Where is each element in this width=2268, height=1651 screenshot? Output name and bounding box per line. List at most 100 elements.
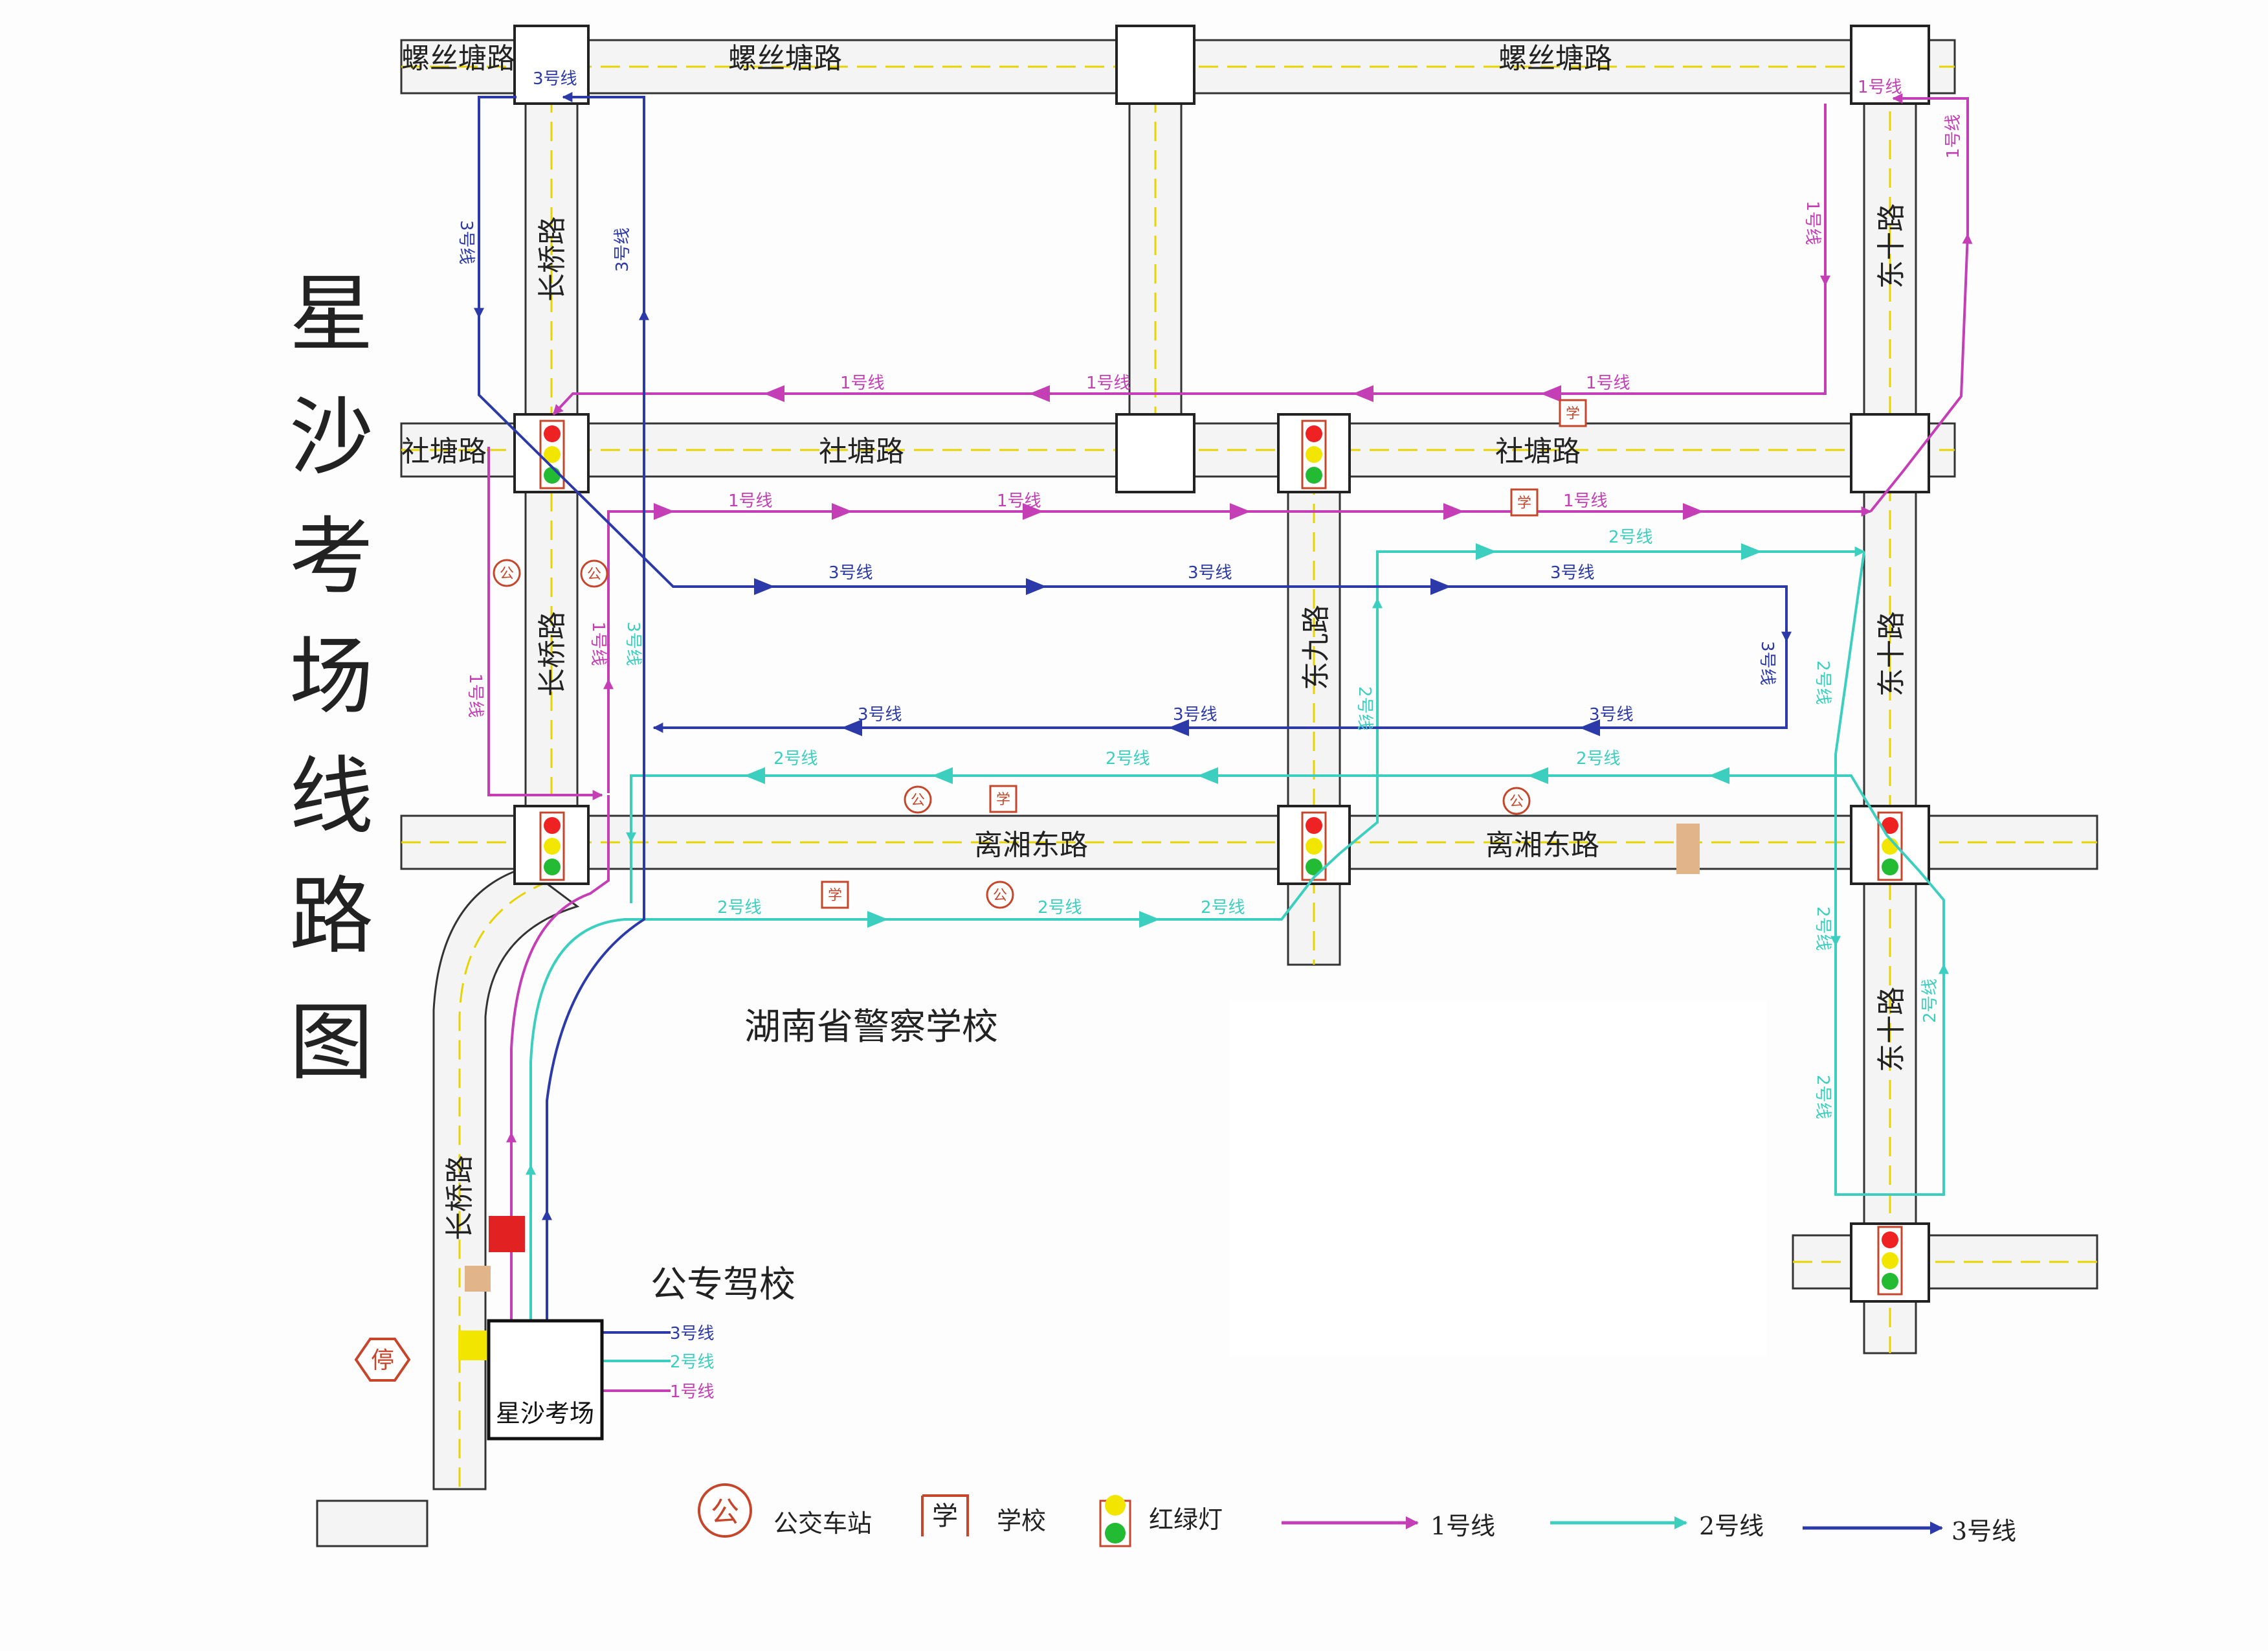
title-char: 图: [289, 993, 373, 1092]
line-2-label: 2号线: [1813, 660, 1832, 705]
line-3-label: 3号线: [858, 705, 902, 724]
title-char: 沙: [289, 388, 373, 486]
svg-text:学: 学: [828, 888, 842, 904]
line-2-label: 2号线: [1608, 528, 1653, 547]
line-2-label: 2号线: [1355, 686, 1374, 731]
line-3-label: 3号线: [1589, 705, 1634, 724]
intersection-luositang-changqiao: [513, 25, 590, 105]
line-3-label: 3号线: [456, 220, 476, 265]
line-1-label: 1号线: [1944, 114, 1963, 159]
line-3-label: 3号线: [670, 1324, 715, 1343]
svg-text:公: 公: [1509, 794, 1524, 810]
legend-bus-icon: 公: [698, 1483, 752, 1538]
svg-text:学: 学: [932, 1501, 958, 1531]
road-label-dongshi: 东十路: [1875, 203, 1908, 289]
line-2-label: 2号线: [1106, 749, 1150, 769]
traffic-lights: [539, 420, 1903, 1296]
legend-traffic-light-label: 红绿灯: [1149, 1505, 1223, 1534]
road-label-lixiang: 离湘东路: [974, 829, 1088, 862]
map-title: 星 沙 考 场 线 路 图: [289, 265, 373, 1092]
legend: 公 公交车站 学 学校 红绿灯 1号线 2号线 3号线: [698, 1483, 2016, 1547]
line-1-label: 1号线: [465, 673, 485, 718]
road-label-dongshi: 东十路: [1875, 987, 1908, 1072]
title-char: 场: [289, 627, 373, 726]
red-block-marker: [489, 1216, 525, 1252]
line-2-arrow-marks: [744, 543, 1762, 928]
legend-school-label: 学校: [997, 1507, 1046, 1535]
title-char: 线: [289, 747, 373, 846]
line-3-label: 3号线: [1757, 641, 1777, 686]
line-1-label: 1号线: [1563, 491, 1608, 511]
svg-text:公: 公: [711, 1496, 739, 1529]
line-3-label: 3号线: [623, 622, 643, 666]
line-1-label: 1号线: [1858, 78, 1902, 97]
school-icon: 学: [989, 785, 1017, 813]
bus-stop-icon: 公: [493, 559, 521, 587]
legend-line-2-label: 2号线: [1699, 1512, 1764, 1540]
exam-site-box: [487, 1319, 604, 1441]
road-label-shetang: 社塘路: [1495, 435, 1581, 468]
road-label-changqiao: 长桥路: [536, 216, 569, 302]
road-label-luositang: 螺丝塘路: [401, 42, 515, 75]
school-icon: 学: [1559, 399, 1587, 427]
line-2-label: 2号线: [1201, 898, 1245, 917]
crosswalk-marker: [465, 1266, 491, 1292]
line-3-label: 3号线: [1188, 563, 1232, 583]
road-label-lixiang: 离湘东路: [1485, 829, 1599, 862]
svg-text:学: 学: [1566, 406, 1580, 422]
road-dongshi: [1863, 25, 1917, 1354]
road-label-changqiao: 长桥路: [443, 1155, 476, 1241]
traffic-light: [1301, 811, 1327, 881]
line-3-label: 3号线: [613, 227, 632, 272]
road-label-shetang: 社塘路: [401, 435, 487, 468]
line-3-label: 3号线: [1173, 705, 1217, 724]
line-2-label: 2号线: [670, 1353, 715, 1372]
intersection-shetang-mid: [1115, 413, 1195, 493]
line-1-label: 1号线: [1086, 374, 1131, 393]
schools: 学 学 学 学: [821, 399, 1587, 909]
svg-text:学: 学: [996, 792, 1010, 808]
svg-text:公: 公: [587, 567, 601, 583]
road-label-dongshi: 东十路: [1875, 611, 1908, 697]
police-school-label: 湖南省警察学校: [744, 1006, 998, 1048]
bus-stop-icon: 公: [986, 881, 1014, 909]
line-2-label: 2号线: [1813, 1075, 1832, 1119]
svg-text:公: 公: [500, 566, 514, 582]
svg-text:公: 公: [911, 792, 925, 809]
svg-text:公: 公: [993, 888, 1007, 904]
line-1-arrow-marks: [654, 385, 1704, 520]
line-2-label: 2号线: [717, 898, 762, 917]
line-3-label: 3号线: [533, 69, 577, 89]
line-3-arrow-marks: [754, 578, 1600, 736]
road-label-luositang: 螺丝塘路: [728, 42, 842, 75]
legend-school-icon: 学: [921, 1494, 969, 1536]
driving-school-label: 公专驾校: [650, 1264, 795, 1306]
legend-line-1-label: 1号线: [1430, 1512, 1495, 1540]
bus-stop-icon: 公: [1502, 787, 1531, 815]
route-line-2: [526, 546, 1949, 1362]
road-label-luositang: 螺丝塘路: [1498, 42, 1612, 75]
line-2-label: 2号线: [1813, 906, 1832, 951]
route-line-3: [474, 92, 1792, 1334]
line-1-label: 1号线: [728, 491, 773, 511]
traffic-light: [539, 420, 565, 489]
svg-text:学: 学: [1517, 495, 1531, 511]
line-2-label: 2号线: [1038, 898, 1082, 917]
line-2-label: 2号线: [1576, 749, 1621, 769]
title-char: 星: [289, 265, 373, 363]
legend-line-3-label: 3号线: [1951, 1517, 2016, 1545]
police-school-area: [1230, 1000, 1767, 1356]
road-label-shetang: 社塘路: [819, 435, 904, 468]
title-char: 考: [289, 508, 373, 606]
line-1-label: 1号线: [997, 491, 1041, 511]
legend-traffic-light-icon: [1099, 1495, 1131, 1547]
road-southwest-stub: [316, 1499, 428, 1547]
road-labels: 螺丝塘路 螺丝塘路 螺丝塘路 社塘路 社塘路 社塘路 离湘东路 离湘东路 长桥路…: [401, 42, 1908, 1241]
roads: [316, 25, 2098, 1547]
bus-stops: 公 公 公 公 公: [493, 559, 1531, 909]
road-label-dongjiu: 东九路: [1300, 605, 1333, 690]
exam-site-label: 星沙考场: [496, 1399, 594, 1428]
yellow-block-marker: [458, 1331, 488, 1360]
traffic-light: [1301, 420, 1327, 489]
